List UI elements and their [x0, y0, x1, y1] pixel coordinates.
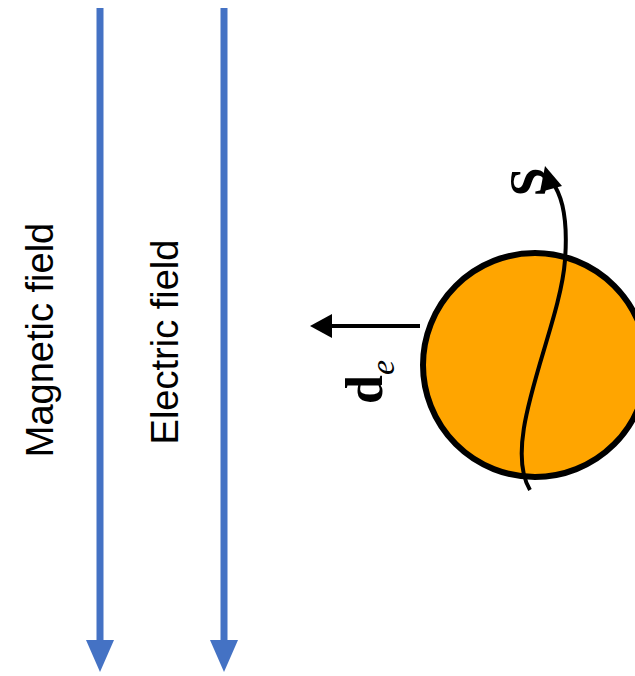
field-label: Electric field	[144, 240, 186, 445]
dipole-label-group: de	[335, 360, 402, 404]
electric-field-line	[221, 8, 228, 645]
arrowhead	[310, 314, 332, 338]
spin-curve	[522, 182, 566, 490]
spin-symbol: S	[500, 168, 557, 197]
arrowhead	[210, 640, 238, 672]
field-label-group: Electric field	[144, 240, 187, 445]
field-label: Magnetic field	[19, 223, 61, 457]
spin-label-group: S	[499, 168, 558, 197]
field-label-group: Magnetic field	[19, 223, 62, 457]
dipole-symbol: d	[336, 375, 393, 404]
particle-sphere	[423, 253, 635, 477]
dipole-subscript: e	[363, 360, 400, 375]
arrowhead	[86, 640, 114, 672]
magnetic-field-line	[97, 8, 104, 645]
dipole-arrow	[328, 324, 420, 328]
